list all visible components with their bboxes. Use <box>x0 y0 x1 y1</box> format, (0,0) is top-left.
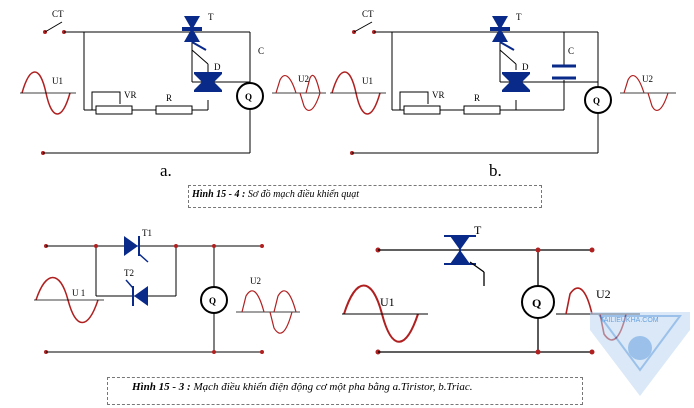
load-label-bl: Q <box>209 296 216 306</box>
watermark-text: TAILIEUKHA.COM <box>600 317 659 324</box>
caption-box-bottom <box>107 377 583 405</box>
capacitor-label-b: C <box>568 46 574 56</box>
subfigure-label-b: b. <box>489 161 502 180</box>
pot-label-a: VR <box>124 90 137 100</box>
caption-bottom-text: Mạch điều khiển điện động cơ một pha bằn… <box>190 381 473 393</box>
load-label-br: Q <box>532 296 541 310</box>
caption-top: Hình 15 - 4 : Sơ đồ mạch điều khiển quạt <box>192 189 359 200</box>
node-bl-2 <box>174 244 178 248</box>
output-wave-a <box>272 74 326 111</box>
switch-label-a: CT <box>52 9 64 19</box>
output-label-b: U2 <box>642 74 653 84</box>
load-label-b: Q <box>593 96 600 106</box>
pot-label-b: VR <box>432 90 445 100</box>
diac-a <box>194 72 222 92</box>
caption-bottom: Hình 15 - 3 : Mạch điều khiển điện động … <box>132 381 472 393</box>
caption-top-number: Hình 15 - 4 : <box>192 189 246 200</box>
node-bl-4 <box>212 350 216 354</box>
subfigure-label-a: a. <box>160 161 172 180</box>
thyristor-t2 <box>125 279 148 306</box>
diac-label-b: D <box>522 62 529 72</box>
thyristor-a <box>181 15 207 51</box>
load-label-a: Q <box>245 92 252 102</box>
output-label-br: U2 <box>596 287 611 301</box>
node-br-1 <box>535 247 541 253</box>
triac-t <box>444 235 485 286</box>
node-bl-3 <box>212 244 216 248</box>
node-bl-1 <box>94 244 98 248</box>
caption-box-top <box>188 185 542 208</box>
input-label-br: U1 <box>380 295 395 309</box>
capacitor-label-a: C <box>258 46 264 56</box>
input-label-bl: U 1 <box>72 288 85 298</box>
output-label-a: U2 <box>298 74 309 84</box>
caption-top-text: Sơ đồ mạch điều khiển quạt <box>245 189 359 200</box>
diac-b <box>502 72 530 92</box>
thyristor-label-a: T <box>208 12 214 22</box>
node-br-2 <box>535 349 541 355</box>
t1-label: T1 <box>142 228 152 238</box>
t2-label: T2 <box>124 268 134 278</box>
circuit-b <box>350 21 612 155</box>
input-label-b: U1 <box>362 76 373 86</box>
triac-label: T <box>474 223 482 237</box>
circuit-bottom-right <box>375 247 595 355</box>
resistor-label-b: R <box>474 93 480 103</box>
circuit-bottom-left <box>44 244 264 354</box>
switch-label-b: CT <box>362 9 374 19</box>
diac-label-a: D <box>214 62 221 72</box>
output-wave-bl <box>236 290 300 334</box>
circuit-a <box>41 21 264 155</box>
resistor-label-a: R <box>166 93 172 103</box>
input-label-a: U1 <box>52 76 63 86</box>
thyristor-label-b: T <box>516 12 522 22</box>
output-label-bl: U2 <box>250 276 261 286</box>
watermark-logo <box>590 312 690 396</box>
thyristor-b <box>489 15 515 51</box>
thyristor-t1 <box>124 236 149 263</box>
output-wave-b <box>620 75 676 111</box>
caption-bottom-number: Hình 15 - 3 : <box>132 381 191 393</box>
